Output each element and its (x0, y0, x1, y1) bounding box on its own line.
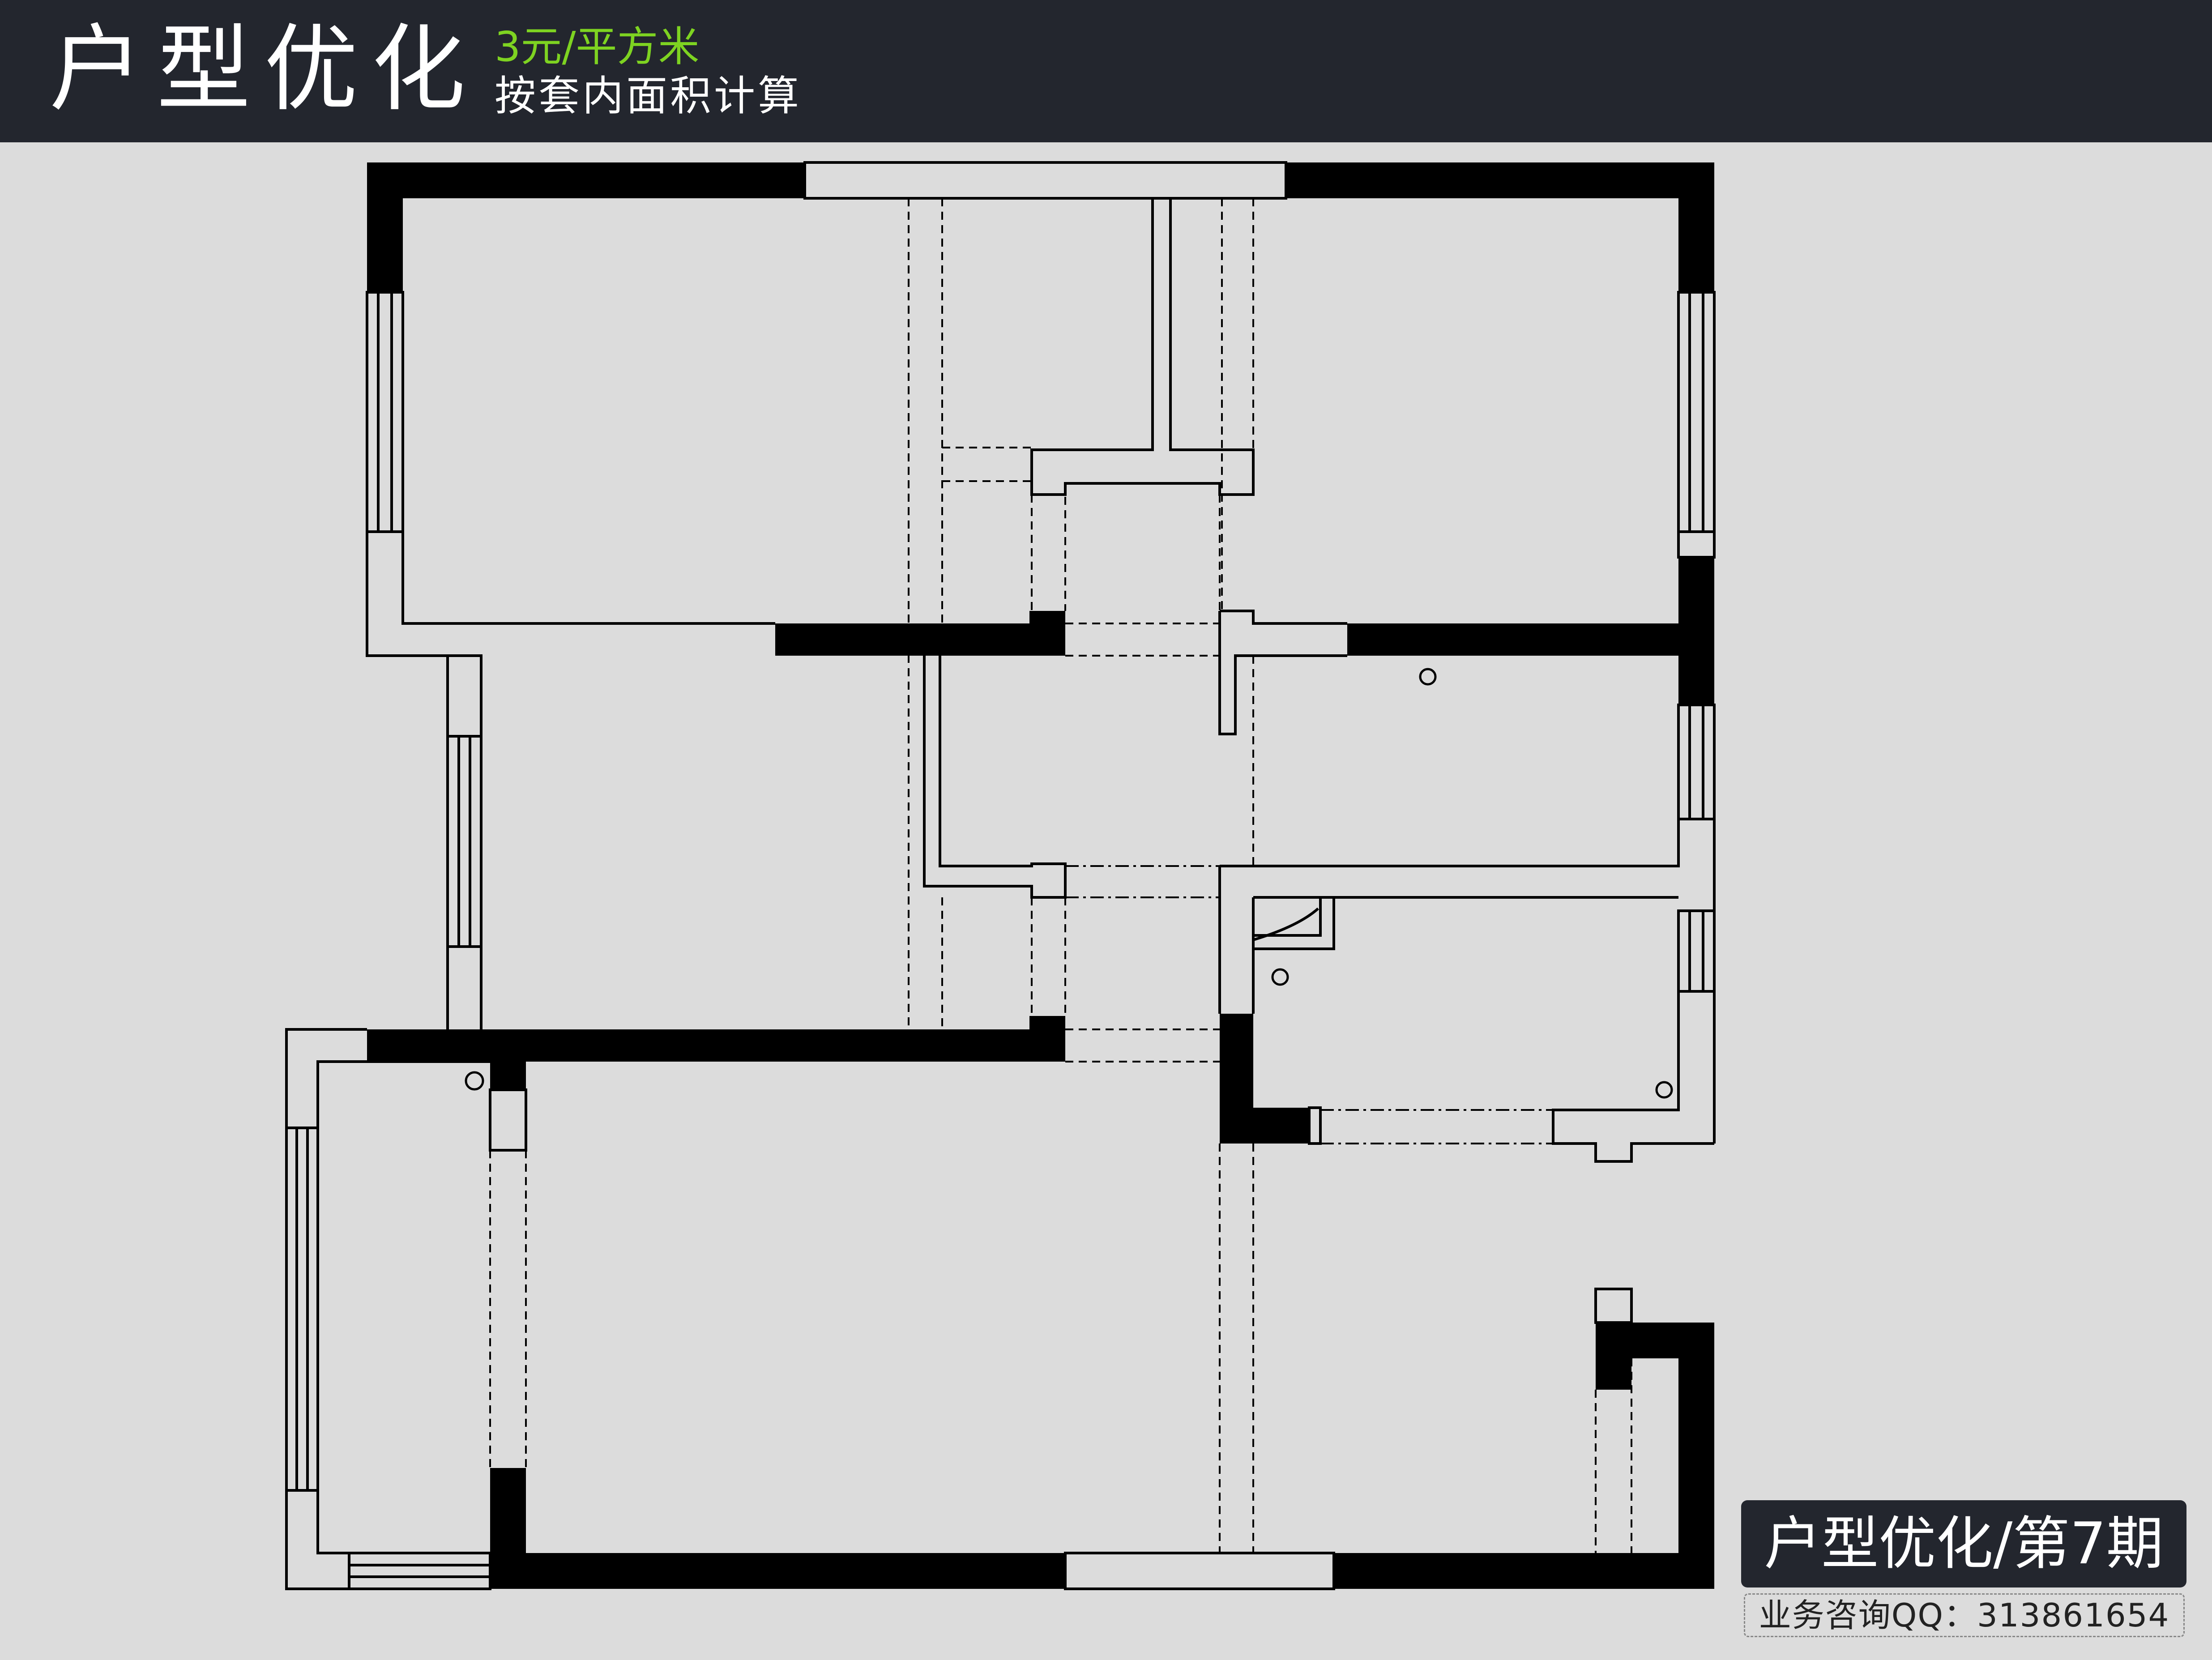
drain-circle (465, 1071, 484, 1091)
wall-stub-left (490, 1029, 526, 1090)
wall-bottom-left (490, 1553, 1065, 1589)
wall-bottom-right (1334, 1553, 1714, 1589)
partition-room1-inner (401, 532, 775, 625)
pricing-basis-label: 按套内面积计算 (495, 72, 802, 120)
partition-bath-outer (1220, 818, 1716, 1144)
door-kitchen (1308, 1106, 1322, 1145)
opening-lines (489, 198, 1632, 1553)
page-title: 户型优化 (49, 14, 479, 124)
partition-room1-left (366, 532, 449, 1029)
wall-left-upper (367, 162, 403, 292)
window-right-bath (1677, 909, 1716, 993)
wall-stub-right (1596, 1323, 1631, 1390)
wall-kitchen-bottom (1220, 1108, 1309, 1144)
partition-room2-door (1218, 611, 1347, 735)
price-label: 3元/平方米 (495, 23, 700, 71)
partition-center-room (923, 656, 1067, 899)
header-bar: 户型优化 3元/平方米 按套内面积计算 (0, 0, 2212, 142)
wall-column-living (1029, 1016, 1065, 1062)
drain-circle (1419, 668, 1437, 686)
wall-right-lower (1678, 1323, 1714, 1589)
wall-column-center (1029, 611, 1065, 656)
wall-top-left (367, 162, 805, 198)
window-balcony-left (285, 1127, 319, 1492)
wall-top-right (1286, 162, 1714, 198)
load-bearing-walls (367, 162, 1714, 1589)
window-right-upper (1677, 291, 1716, 533)
stub-left (489, 1088, 527, 1152)
partition-balcony-inner (316, 1060, 490, 1554)
drain-circle (1271, 968, 1289, 986)
window-bottom (1064, 1552, 1335, 1590)
wall-room2-bottom (1347, 623, 1714, 656)
stub-right (1594, 1288, 1633, 1324)
partition-kitchen (1552, 991, 1714, 1163)
partition-closet-left (1030, 198, 1255, 496)
drains (465, 668, 1673, 1099)
issue-label: 户型优化/第7期 (1764, 1510, 2164, 1577)
consult-box: 业务咨询QQ：313861654 (1744, 1593, 2185, 1637)
window-top (803, 161, 1287, 200)
fixture-corner (1253, 896, 1335, 950)
wall-living-top (367, 1029, 1065, 1062)
issue-badge: 户型优化/第7期 (1741, 1500, 2186, 1587)
window-left-room1 (366, 291, 404, 533)
window-left-mid (446, 735, 483, 948)
wall-room1-bottom (775, 623, 1064, 656)
drain-circle (1655, 1081, 1673, 1099)
window-right-small (1677, 530, 1716, 559)
window-right-mid (1677, 704, 1716, 820)
wall-right-upper (1678, 162, 1714, 292)
window-balcony-bottom (348, 1552, 491, 1590)
dash-dot-lines (1065, 865, 1553, 1144)
partition-walls (285, 161, 1716, 1590)
partition-room2-bottom (1220, 610, 1347, 625)
consult-label: 业务咨询QQ：313861654 (1759, 1596, 2170, 1634)
fixture-curve (1253, 907, 1319, 941)
